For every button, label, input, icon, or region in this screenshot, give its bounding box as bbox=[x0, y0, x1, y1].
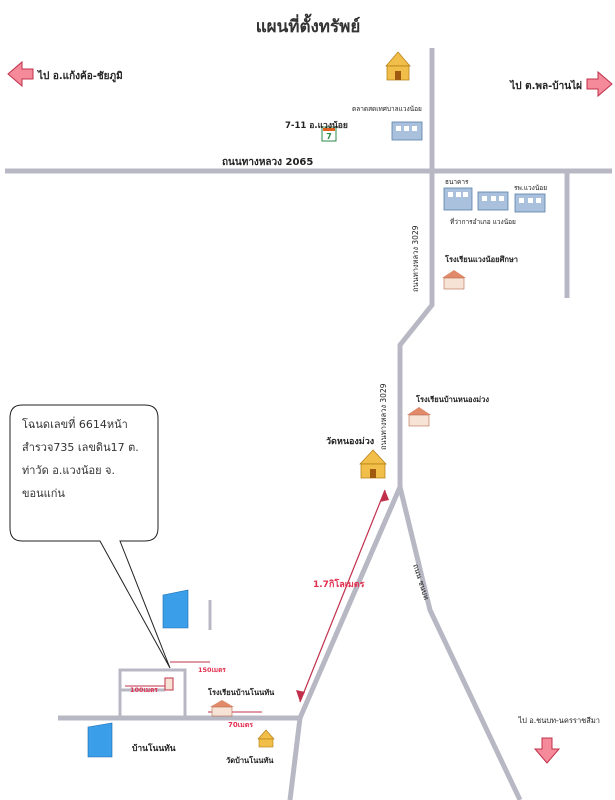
school-upper-label: โรงเรียนแวงน้อยศึกษา bbox=[444, 254, 518, 264]
seven-eleven-icon: 7 bbox=[321, 126, 337, 142]
bank-label: ธนาคาร bbox=[445, 178, 469, 186]
school-middle-label: โรงเรียนบ้านหนองม่วง bbox=[415, 394, 489, 404]
market-label: ตลาดสดเทศบาลแวงน้อย bbox=[352, 105, 422, 113]
arrow-right-top: ไป ต.พล-บ้านไผ่ bbox=[509, 70, 613, 98]
arrow-left-top: ไป อ.แก้งค้อ-ชัยภูมิ bbox=[7, 60, 123, 88]
direction-label-bottom: ไป อ.ชนบท-นครราชสีมา bbox=[517, 716, 600, 725]
school-icon bbox=[442, 270, 466, 290]
direction-label-left: ไป อ.แก้งค้อ-ชัยภูมิ bbox=[37, 69, 123, 83]
building-icon bbox=[391, 121, 423, 141]
distance-arrow-main bbox=[296, 489, 389, 703]
bank-building-icon bbox=[443, 187, 473, 211]
right-arrow-icon bbox=[586, 70, 613, 98]
road-south-spur bbox=[287, 717, 303, 800]
road-3029-upper-label: ถนนทางหลวง 3029 bbox=[411, 225, 420, 292]
road-chonnabot-line bbox=[397, 486, 523, 800]
distance-main-label: 1.7กิโลเมตร bbox=[313, 578, 365, 590]
village-label: บ้านโนนทัน bbox=[132, 743, 176, 754]
road-3029-lower-label: ถนนทางหลวง 3029 bbox=[379, 383, 388, 450]
temple-icon-nong-muang bbox=[359, 449, 387, 479]
distance-near-bottom-label: 70เมตร bbox=[228, 721, 253, 729]
distance-near-side-label: 100เมตร bbox=[130, 686, 158, 694]
school-icon-middle bbox=[407, 407, 431, 427]
seven-eleven-label: 7-11 อ.แวงน้อย bbox=[285, 120, 348, 131]
callout-bubble bbox=[9, 404, 171, 669]
down-arrow-icon bbox=[533, 737, 561, 764]
distance-near-top-label: 150เมตร bbox=[198, 666, 226, 674]
district-office-icon bbox=[477, 191, 509, 211]
road-3029-line bbox=[297, 171, 435, 719]
district-office-label: ที่ว่าการอำเภอ แวงน้อย bbox=[450, 217, 516, 226]
direction-label-right: ไป ต.พล-บ้านไผ่ bbox=[509, 79, 582, 92]
land-plot-icon bbox=[162, 589, 189, 629]
map-title: แผนที่ตั้งทรัพย์ bbox=[256, 13, 361, 37]
svg-text:7: 7 bbox=[326, 132, 332, 141]
hospital-label: รพ.แวงน้อย bbox=[514, 184, 547, 192]
temple-icon bbox=[385, 51, 411, 81]
land-deed-info: โฉนดเลขที่ 6614หน้า สำรวจ735 เลขดิน17 ต.… bbox=[22, 418, 139, 500]
school-icon-lower bbox=[210, 700, 234, 717]
property-marker-icon bbox=[164, 677, 174, 691]
road-network bbox=[5, 48, 612, 800]
left-arrow-icon bbox=[7, 60, 34, 88]
arrow-bottom-right: ไป อ.ชนบท-นครราชสีมา bbox=[517, 716, 600, 764]
temple-nong-muang-label: วัดหนองม่วง bbox=[326, 436, 374, 447]
road-chonnabot-label: ถนน ชนบท bbox=[411, 563, 431, 601]
hospital-building-icon bbox=[514, 193, 546, 213]
school-lower-label: โรงเรียนบ้านโนนทัน bbox=[207, 687, 275, 697]
village-plot-icon bbox=[87, 722, 113, 758]
temple-icon-lower bbox=[257, 729, 275, 748]
highway-2065-label: ถนนทางหลวง 2065 bbox=[222, 157, 313, 168]
access-lane bbox=[118, 600, 212, 718]
temple-lower-label: วัดบ้านโนนทัน bbox=[226, 755, 274, 765]
